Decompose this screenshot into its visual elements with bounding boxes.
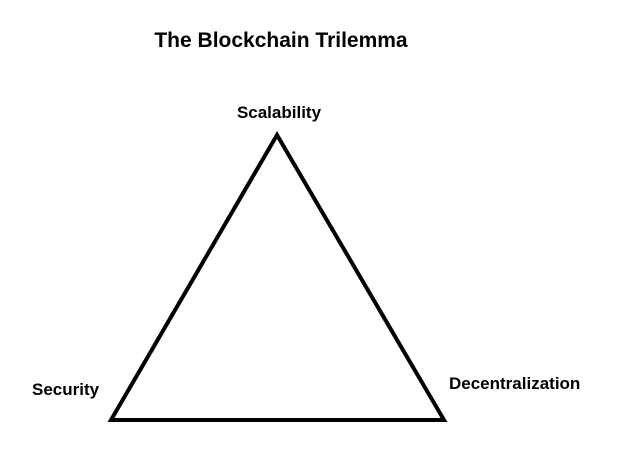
vertex-label-scalability: Scalability — [236, 103, 322, 122]
vertex-label-security: Security — [32, 380, 100, 399]
vertex-label-decentralization: Decentralization — [449, 374, 581, 393]
diagram-title: The Blockchain Trilemma — [154, 29, 408, 52]
trilemma-triangle — [107, 131, 448, 422]
